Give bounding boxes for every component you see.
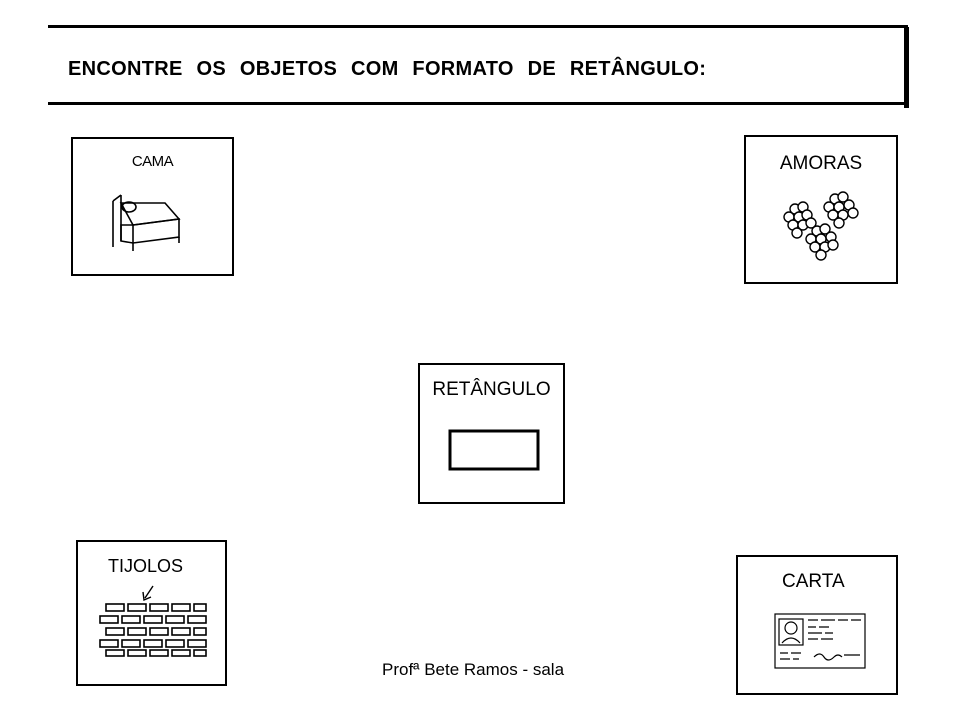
card-tijolos-label: TIJOLOS [108, 556, 184, 576]
card-amoras: AMORAS [744, 135, 898, 284]
rectangle-icon [448, 429, 540, 471]
bed-icon [112, 194, 181, 251]
card-carta: CARTA [736, 555, 898, 695]
page-title: ENCONTRE OS OBJETOS COM FORMATO DE RETÂN… [68, 58, 707, 80]
card-amoras-label: AMORAS [779, 153, 863, 174]
arrow-icon [142, 585, 154, 602]
card-retangulo: RETÂNGULO [418, 363, 565, 504]
brick-wall-icon [99, 603, 207, 657]
title-banner-edge [904, 27, 909, 108]
id-card-icon [774, 613, 866, 669]
blackberries-icon [783, 191, 859, 261]
author-credit: Profª Bete Ramos - sala [382, 660, 565, 679]
card-retangulo-label: RETÂNGULO [432, 379, 551, 400]
card-tijolos: TIJOLOS [76, 540, 227, 686]
title-banner: ENCONTRE OS OBJETOS COM FORMATO DE RETÂN… [48, 25, 908, 105]
card-carta-label: CARTA [782, 571, 845, 592]
card-cama-label: CAMA [131, 153, 174, 170]
card-cama: CAMA [71, 137, 234, 276]
